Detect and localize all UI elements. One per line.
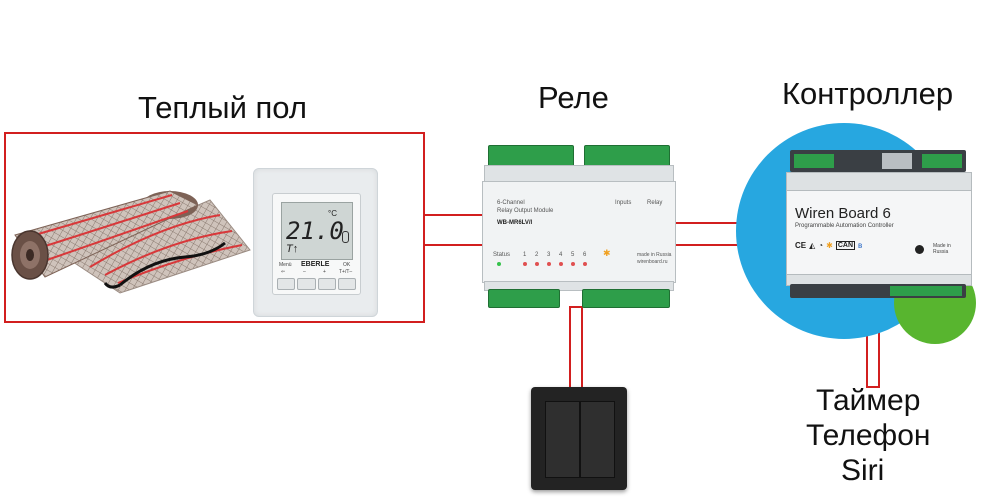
relay-title-line2: Relay Output Module [497, 208, 554, 214]
can-icon: CAN [835, 241, 855, 250]
controller-bottom-green [890, 286, 962, 296]
wall-switch-right-key[interactable] [580, 401, 615, 478]
relay-status-led [497, 262, 501, 266]
thermostat-ok-button[interactable] [337, 278, 356, 290]
relay-module: 6-Channel Relay Output Module WB-MR6LV/I… [480, 143, 676, 308]
relay-led-5 [571, 262, 575, 266]
relay-bottom-strip [484, 281, 674, 291]
floor-heating-label: Теплый пол [138, 90, 307, 125]
sun-logo-icon: ✱ [603, 248, 611, 258]
relay-site: wirenboard.ru [637, 259, 668, 265]
thermostat-plus-label: + [323, 269, 326, 275]
phone-label: Телефон [806, 419, 931, 452]
linux-icon: ◭ [809, 241, 816, 250]
relay-top-terminals-right [584, 145, 670, 167]
relay-channel-4: 4 [559, 252, 563, 258]
thermostat-left-arrow: ⇐ [281, 269, 286, 275]
relay-channel-6: 6 [583, 252, 587, 258]
thermostat-display: 21.0 °C T↑ [281, 202, 353, 260]
relay-bottom-terminals-right [582, 289, 670, 308]
bluetooth-icon: ʙ [858, 241, 863, 250]
relay-led-6 [583, 262, 587, 266]
relay-channel-5: 5 [571, 252, 575, 258]
controller-bottom-connectors [790, 284, 966, 298]
wire-relay-to-switch [569, 306, 583, 390]
controller-top-connectors [790, 150, 966, 172]
controller-made-in: Made in Russia [933, 243, 951, 255]
controller-subtitle: Programmable Automation Controller [795, 223, 894, 229]
thermostat-right-sub: T+/T– [339, 269, 353, 275]
controller-top-green-1 [794, 154, 834, 168]
thermostat-left-label: Menü [279, 262, 292, 268]
wifi-icon: ◔ [818, 241, 824, 250]
relay-top-terminals-left [488, 145, 574, 167]
wall-switch-frame [531, 387, 627, 490]
relay-title-line1: 6-Channel [497, 200, 525, 206]
relay-bottom-terminals-left [488, 289, 560, 308]
controller-device: Wiren Board 6 Programmable Automation Co… [784, 150, 972, 300]
heating-mat-roll-graphic [11, 190, 251, 294]
relay-channel-3: 3 [547, 252, 551, 258]
timer-label: Таймер [816, 384, 921, 417]
controller-brand: Wiren Board 6 [795, 205, 891, 222]
thermostat-minus-button[interactable] [297, 278, 316, 290]
thermostat-unit: °C [328, 209, 337, 218]
controller-label: Контроллер [782, 76, 954, 111]
controller-top-strip [786, 172, 972, 192]
flame-icon [342, 231, 349, 243]
sun-logo-icon-2: ✱ [826, 241, 833, 250]
relay-led-4 [559, 262, 563, 266]
thermostat-plus-button[interactable] [317, 278, 336, 290]
ce-mark-icon: CE [795, 241, 807, 250]
controller-icon-row: CE ◭ ◔ ✱ CAN ʙ [795, 241, 862, 250]
thermostat-mode: T↑ [286, 243, 299, 255]
controller-top-green-2 [922, 154, 962, 168]
thermostat-brand: EBERLE [301, 261, 330, 268]
relay-model: WB-MR6LV/I [497, 220, 533, 226]
wall-switch-left-key[interactable] [545, 401, 580, 478]
relay-body: 6-Channel Relay Output Module WB-MR6LV/I… [482, 181, 676, 283]
controller-usb-ports [882, 153, 912, 169]
siri-label: Siri [841, 454, 885, 487]
wire-floor-to-relay [422, 214, 490, 246]
relay-status-label: Status [493, 252, 511, 258]
relay-channel-1: 1 [523, 252, 527, 258]
relay-label: Реле [538, 80, 609, 115]
controller-button[interactable] [915, 245, 924, 254]
thermostat-frame: 21.0 °C T↑ Menü EBERLE OK ⇐ – + T+/T– [253, 168, 378, 317]
thermostat-minus-label: – [303, 269, 306, 275]
relay-led-1 [523, 262, 527, 266]
relay-led-2 [535, 262, 539, 266]
relay-relay-label: Relay [647, 200, 663, 206]
relay-led-3 [547, 262, 551, 266]
relay-inputs-label: Inputs [615, 200, 632, 206]
thermostat-button-row [277, 278, 356, 290]
thermostat-right-label: OK [343, 262, 351, 268]
heating-mat-roll [10, 165, 255, 295]
thermostat-menu-button[interactable] [277, 278, 296, 290]
relay-made-in: made in Russia [637, 252, 672, 258]
relay-channel-2: 2 [535, 252, 539, 258]
thermostat-temperature: 21.0 [286, 217, 344, 245]
controller-body: Wiren Board 6 Programmable Automation Co… [786, 190, 972, 276]
thermostat-body: 21.0 °C T↑ Menü EBERLE OK ⇐ – + T+/T– [272, 193, 361, 295]
